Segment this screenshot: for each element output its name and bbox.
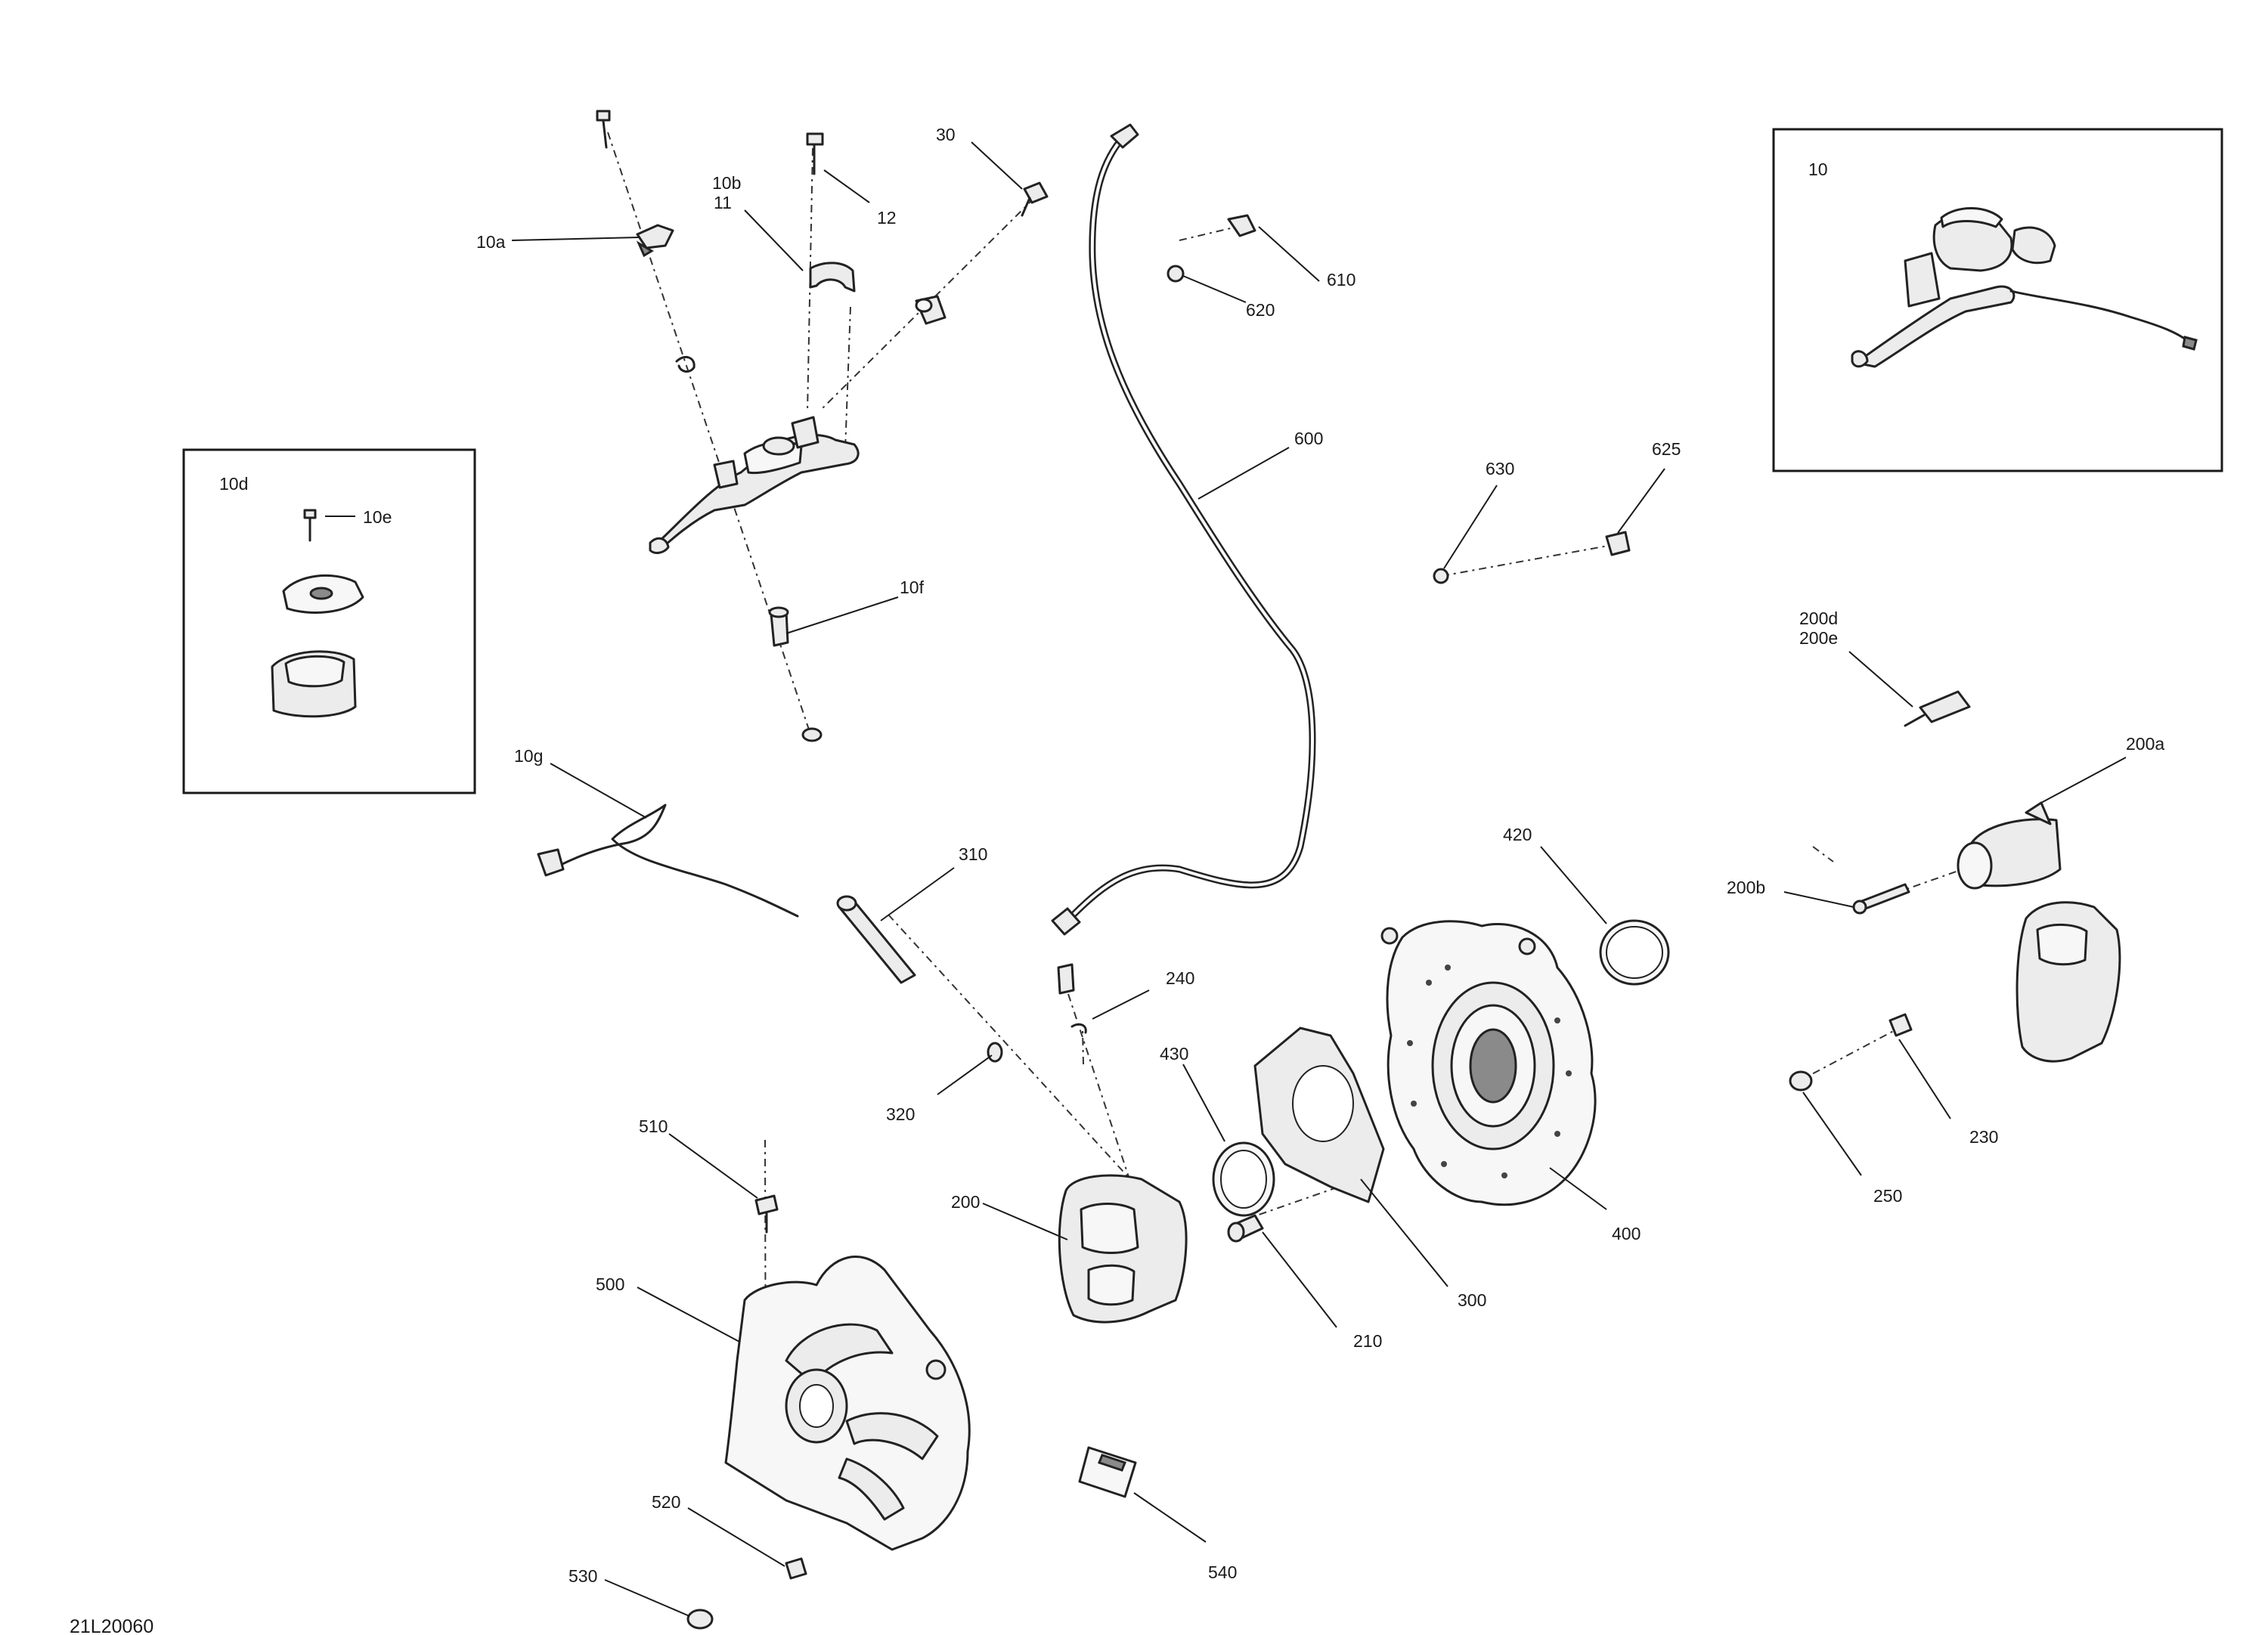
callout-10b: 10b — [712, 173, 741, 193]
reservoir-icon — [271, 509, 364, 718]
callout-200e: 200e — [1799, 628, 1838, 648]
brake-hose-icon — [1051, 123, 1316, 936]
pivot-screw-icon-10f — [768, 606, 789, 647]
callout-230: 230 — [1969, 1127, 1998, 1147]
caliper-icon-right — [2015, 901, 2121, 1063]
sensor-wire-icon — [537, 804, 799, 918]
callout-200b: 200b — [1727, 878, 1765, 897]
callout-530: 530 — [569, 1566, 597, 1586]
callout-10g: 10g — [514, 746, 543, 766]
inset-frame-reservoir — [182, 448, 476, 794]
callout-625: 625 — [1652, 439, 1681, 459]
callout-540: 540 — [1208, 1562, 1237, 1582]
washer-icon-320 — [987, 1042, 1003, 1063]
callout-240: 240 — [1166, 968, 1194, 988]
clip-icon-625 — [1605, 531, 1631, 556]
drawing-number: 21L20060 — [70, 1616, 153, 1635]
master-cylinder-lever-icon — [649, 416, 860, 554]
callout-12: 12 — [877, 208, 897, 228]
callout-620: 620 — [1246, 300, 1275, 320]
callout-610: 610 — [1327, 270, 1356, 290]
callout-430: 430 — [1160, 1044, 1188, 1064]
callout-210: 210 — [1353, 1331, 1382, 1351]
callout-600: 600 — [1294, 429, 1323, 448]
inset-label-10e: 10e — [363, 507, 392, 527]
callout-250: 250 — [1873, 1186, 1902, 1206]
o-ring-icon-430 — [1212, 1141, 1275, 1217]
o-ring-icon-420 — [1599, 919, 1670, 986]
banjo-fitting-icon — [915, 295, 947, 325]
bleeder-cap-icon-250 — [1789, 1070, 1813, 1092]
inset-label-10d: 10d — [219, 474, 248, 494]
screw-icon-510 — [754, 1194, 779, 1234]
pin-icon-210 — [1227, 1214, 1264, 1243]
brake-light-switch-icon — [636, 224, 674, 258]
callout-500: 500 — [596, 1274, 624, 1294]
callout-300: 300 — [1458, 1290, 1486, 1310]
pad-spring-icon-200d — [1904, 690, 1971, 727]
callout-510: 510 — [639, 1116, 668, 1136]
callout-400: 400 — [1612, 1224, 1641, 1243]
screw-icon-12 — [806, 132, 824, 175]
callout-420: 420 — [1503, 825, 1532, 844]
leader-lines — [325, 141, 2127, 1617]
nut-icon-620 — [1167, 265, 1185, 283]
cap-icon-530 — [686, 1609, 714, 1630]
caliper-icon-200 — [1058, 1174, 1188, 1324]
banjo-bolt-icon-30 — [1021, 181, 1049, 217]
callout-320: 320 — [886, 1104, 915, 1124]
callout-520: 520 — [652, 1492, 680, 1512]
callout-310: 310 — [959, 844, 987, 864]
callout-200a: 200a — [2126, 734, 2164, 754]
bleeder-icon-240 — [1057, 963, 1087, 1034]
callout-200: 200 — [951, 1192, 980, 1212]
pin-icon-200b — [1852, 883, 1910, 915]
clip-icon — [675, 355, 696, 373]
callout-200d: 200d — [1799, 608, 1838, 628]
callout-10a: 10a — [476, 232, 506, 252]
master-cylinder-assembly-icon — [1851, 207, 2198, 368]
callout-labels: 10a 10b 11 12 30 10f 10g 600 610 620 630… — [70, 125, 2164, 1635]
callout-11: 11 — [714, 193, 732, 212]
callout-630: 630 — [1486, 459, 1514, 478]
screw-icon-520 — [785, 1557, 807, 1580]
brake-disc-icon-400 — [1380, 920, 1597, 1206]
caliper-half-icon-200a — [1957, 801, 2062, 890]
clamp-icon — [809, 262, 856, 293]
callout-30: 30 — [936, 125, 956, 144]
hose-bracket-icon-610 — [1227, 214, 1256, 237]
washer-icon-630 — [1433, 568, 1449, 584]
bleeder-icon-230 — [1888, 1013, 1913, 1037]
disc-guard-icon-500 — [724, 1256, 971, 1551]
caliper-bracket-icon-300 — [1253, 1027, 1385, 1203]
inset-frame-master-cylinder — [1772, 128, 2223, 472]
inset-label-10: 10 — [1808, 159, 1828, 179]
caliper-bolt-icon-310 — [836, 895, 916, 984]
nut-icon — [801, 727, 823, 742]
callout-10f: 10f — [900, 578, 925, 597]
decal-icon-540 — [1078, 1446, 1137, 1498]
screw-icon-10a-top — [596, 110, 611, 149]
